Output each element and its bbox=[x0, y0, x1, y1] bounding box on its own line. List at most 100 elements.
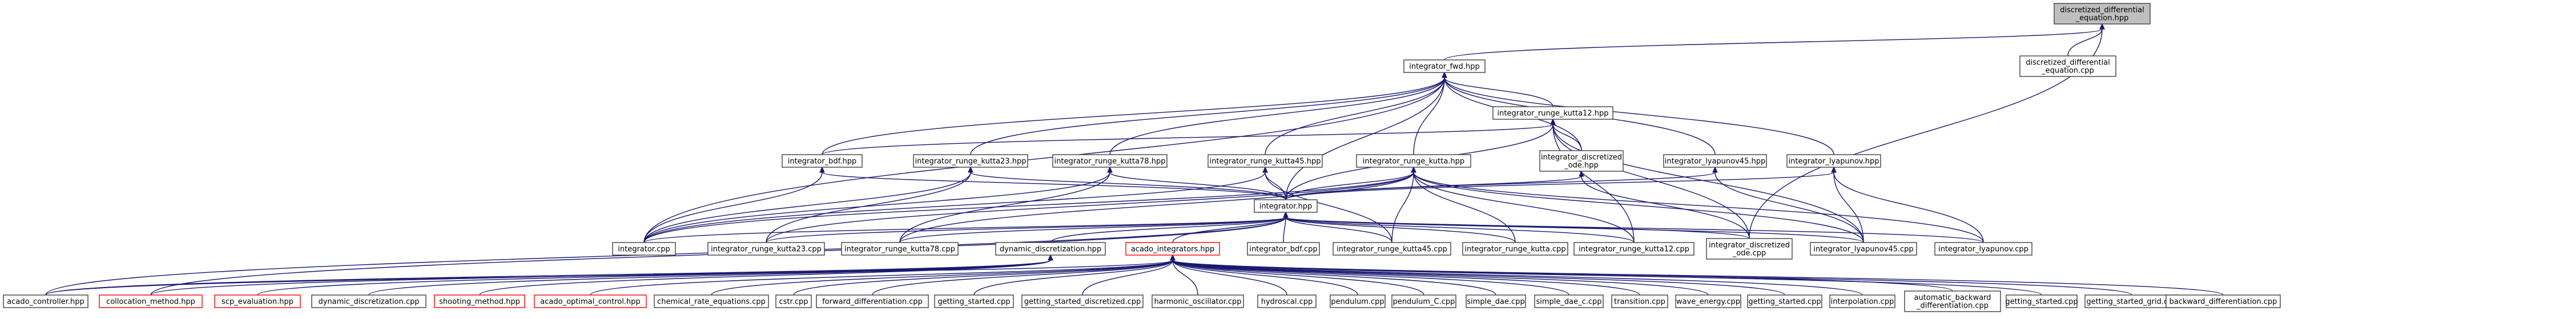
file-node-dde-cpp[interactable]: discretized_differential_equation.cpp bbox=[2019, 55, 2116, 77]
node-box bbox=[1254, 199, 1318, 213]
file-node-backdiff-cpp[interactable]: backward_differentiation.cpp bbox=[2166, 294, 2281, 308]
file-node-acado-int-hpp[interactable]: acado_integrators.hpp bbox=[1125, 242, 1220, 256]
node-label: integrator_runge_kutta12.cpp bbox=[1579, 245, 1689, 254]
file-node-rk45-cpp[interactable]: integrator_runge_kutta45.cpp bbox=[1333, 242, 1451, 256]
file-node-interp-cpp[interactable]: interpolation.cpp bbox=[1829, 294, 1895, 308]
file-node-sdae-cpp[interactable]: simple_dae.cpp bbox=[1466, 294, 1526, 308]
dependency-edge bbox=[1283, 211, 1392, 243]
arrowhead-icon bbox=[1712, 166, 1718, 173]
file-node-gsgrid-cpp[interactable]: getting_started_grid.cpp bbox=[2084, 294, 2179, 308]
file-node-autob-cpp[interactable]: automatic_backward_differentiation.cpp bbox=[1904, 290, 2001, 312]
node-box bbox=[1611, 294, 1668, 308]
file-node-gs1-cpp[interactable]: getting_started.cpp bbox=[934, 294, 1014, 308]
node-box bbox=[612, 242, 676, 256]
file-node-dyn-disc-hpp[interactable]: dynamic_discretization.hpp bbox=[995, 242, 1106, 256]
node-box bbox=[707, 242, 825, 256]
file-node-disc-ode-hpp[interactable]: integrator_discretized_ode.hpp bbox=[1539, 150, 1624, 172]
edge-line bbox=[872, 260, 1173, 296]
file-node-gs3-cpp[interactable]: getting_started.cpp bbox=[2005, 294, 2078, 308]
edge-line bbox=[1833, 172, 1864, 243]
edge-line bbox=[1285, 217, 1984, 243]
file-node-gs-disc-cpp[interactable]: getting_started_discretized.cpp bbox=[1021, 294, 1144, 308]
file-node-dyn-disc-cpp[interactable]: dynamic_discretization.cpp bbox=[311, 294, 426, 308]
edge-line bbox=[643, 172, 823, 243]
node-label: integrator_discretized bbox=[1541, 154, 1622, 162]
node-label: _equation.hpp bbox=[2075, 14, 2129, 23]
file-node-shoot-hpp[interactable]: shooting_method.hpp bbox=[434, 294, 525, 308]
file-node-pendc-cpp[interactable]: pendulum_C.cpp bbox=[1391, 294, 1456, 308]
dependency-edge bbox=[643, 166, 825, 243]
node-label: backward_differentiation.cpp bbox=[2170, 298, 2277, 306]
file-node-ocp-hpp[interactable]: acado_optimal_control.hpp bbox=[534, 294, 647, 308]
edge-line bbox=[1109, 77, 1445, 155]
edge-line bbox=[1285, 172, 1414, 200]
edge-line bbox=[1285, 217, 1750, 239]
node-box bbox=[934, 294, 1014, 308]
file-node-trans-cpp[interactable]: transition.cpp bbox=[1611, 294, 1668, 308]
dependency-edge bbox=[970, 71, 1447, 155]
file-node-lyap45-cpp[interactable]: integrator_lyapunov45.cpp bbox=[1810, 242, 1917, 256]
file-node-rk23-cpp[interactable]: integrator_runge_kutta23.cpp bbox=[707, 242, 825, 256]
arrowhead-icon bbox=[968, 166, 973, 173]
edge-line bbox=[1283, 217, 1286, 243]
node-label: integrator.hpp bbox=[1259, 203, 1313, 211]
node-box bbox=[1152, 294, 1244, 308]
file-node-rk45-hpp[interactable]: integrator_runge_kutta45.hpp bbox=[1208, 154, 1323, 168]
file-node-rk-hpp[interactable]: integrator_runge_kutta.hpp bbox=[1356, 154, 1471, 168]
file-node-lyap-hpp[interactable]: integrator_lyapunov.hpp bbox=[1786, 154, 1881, 168]
file-node-integrator-hpp[interactable]: integrator.hpp bbox=[1254, 199, 1318, 213]
dependency-edge bbox=[822, 118, 1556, 155]
file-node-rk12-cpp[interactable]: integrator_runge_kutta12.cpp bbox=[1573, 242, 1694, 256]
file-node-ctrl-hpp[interactable]: acado_controller.hpp bbox=[3, 294, 88, 308]
file-node-rk78-cpp[interactable]: integrator_runge_kutta78.cpp bbox=[841, 242, 959, 256]
edge-line bbox=[1172, 260, 1569, 296]
file-node-rk23-hpp[interactable]: integrator_runge_kutta23.hpp bbox=[913, 154, 1028, 168]
file-node-hydro-cpp[interactable]: hydroscal.cpp bbox=[1257, 294, 1317, 308]
dependency-edge bbox=[1170, 254, 1287, 296]
edge-line bbox=[1413, 172, 1864, 243]
file-node-scp-hpp[interactable]: scp_evaluation.hpp bbox=[214, 294, 301, 308]
node-box bbox=[434, 294, 525, 308]
file-node-chem-cpp[interactable]: chemical_rate_equations.cpp bbox=[654, 294, 769, 308]
file-node-cstr-cpp[interactable]: cstr.cpp bbox=[775, 294, 812, 308]
node-box bbox=[1829, 294, 1895, 308]
file-node-bdf-cpp[interactable]: integrator_bdf.cpp bbox=[1247, 242, 1320, 256]
node-label: acado_integrators.hpp bbox=[1131, 245, 1214, 254]
node-label: integrator_runge_kutta78.cpp bbox=[844, 245, 955, 254]
edge-line bbox=[479, 260, 1051, 296]
file-node-rk12-hpp[interactable]: integrator_runge_kutta12.hpp bbox=[1492, 106, 1613, 120]
node-box bbox=[1391, 294, 1456, 308]
file-node-disc-ode-cpp[interactable]: integrator_discretized_ode.cpp bbox=[1706, 238, 1793, 260]
file-node-colloc-hpp[interactable]: collocation_method.hpp bbox=[99, 294, 203, 308]
node-label: integrator.cpp bbox=[618, 245, 670, 254]
file-node-pend-cpp[interactable]: pendulum.cpp bbox=[1330, 294, 1386, 308]
node-box bbox=[1333, 242, 1451, 256]
dependency-edge bbox=[1107, 166, 1286, 200]
file-node-rk-cpp[interactable]: integrator_runge_kutta.cpp bbox=[1462, 242, 1568, 256]
file-node-fwd[interactable]: integrator_fwd.hpp bbox=[1403, 59, 1486, 73]
node-label: chemical_rate_equations.cpp bbox=[657, 298, 766, 306]
edge-line bbox=[1552, 124, 1635, 243]
edge-line bbox=[1714, 172, 1864, 243]
file-node-lyap-cpp[interactable]: integrator_lyapunov.cpp bbox=[1934, 242, 2032, 256]
file-node-integrator-cpp[interactable]: integrator.cpp bbox=[612, 242, 676, 256]
file-node-bdf-hpp[interactable]: integrator_bdf.hpp bbox=[782, 154, 863, 168]
node-label: harmonic_oscillator.cpp bbox=[1154, 298, 1241, 306]
file-node-fwd-diff-cpp[interactable]: forward_differentiation.cpp bbox=[816, 294, 929, 308]
node-box bbox=[2006, 294, 2078, 308]
node-label: getting_started.cpp bbox=[1748, 298, 1821, 306]
file-node-harm-cpp[interactable]: harmonic_oscillator.cpp bbox=[1152, 294, 1244, 308]
file-node-rk78-hpp[interactable]: integrator_runge_kutta78.hpp bbox=[1052, 154, 1168, 168]
node-box bbox=[1539, 150, 1624, 172]
edge-line bbox=[1172, 260, 1424, 296]
node-label: integrator_lyapunov45.cpp bbox=[1813, 245, 1913, 254]
file-node-lyap45-hpp[interactable]: integrator_lyapunov45.hpp bbox=[1663, 154, 1767, 168]
dependency-edge bbox=[1411, 166, 1635, 243]
edge-line bbox=[970, 77, 1445, 155]
file-node-wave-cpp[interactable]: wave_energy.cpp bbox=[1675, 294, 1741, 308]
file-node-gs2-cpp[interactable]: getting_started.cpp bbox=[1747, 294, 1822, 308]
dependency-edge bbox=[1109, 71, 1447, 155]
edge-line bbox=[45, 260, 1173, 296]
file-node-sdaec-cpp[interactable]: simple_dae_c.cpp bbox=[1534, 294, 1604, 308]
